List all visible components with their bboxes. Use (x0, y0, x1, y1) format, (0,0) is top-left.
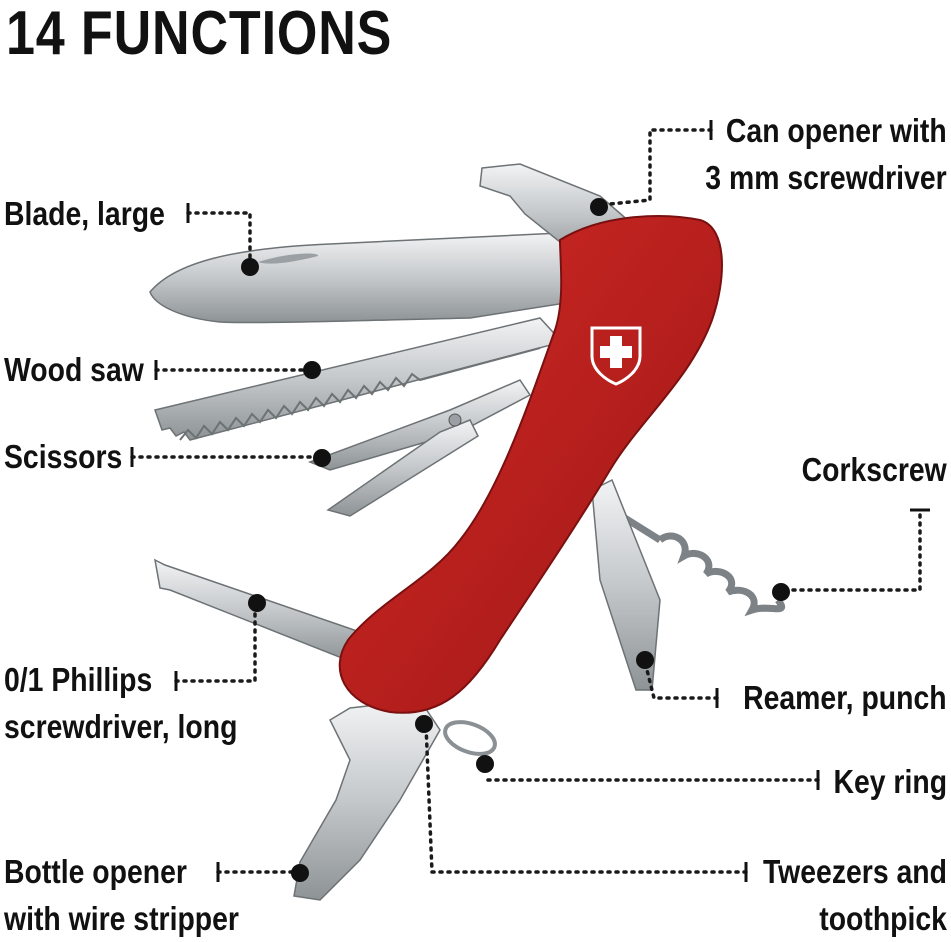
label-wood-saw: Wood saw (4, 351, 144, 388)
dot-corkscrew (772, 583, 790, 601)
label-tweezers-line1: Tweezers and (762, 853, 947, 890)
label-tweezers: Tweezers and toothpick (763, 848, 947, 942)
scissors-shape (307, 379, 532, 471)
leader-dots (241, 198, 790, 882)
dot-can (590, 198, 608, 216)
wood-saw-shape (154, 317, 564, 441)
leader-reamer (643, 660, 719, 700)
dot-saw (303, 361, 321, 379)
label-tweezers-line2: toothpick (819, 900, 947, 937)
leader-blade (186, 211, 252, 267)
dot-phillips (248, 594, 266, 612)
label-scissors: Scissors (4, 438, 123, 475)
dot-blade (241, 258, 259, 276)
label-corkscrew: Corkscrew (801, 451, 947, 488)
key-ring-shape (443, 720, 497, 756)
dot-scissors (313, 449, 331, 467)
label-reamer: Reamer, punch (743, 679, 947, 716)
label-phillips-line2: screwdriver, long (4, 708, 238, 745)
leader-ticks (130, 120, 930, 882)
label-phillips: 0/1 Phillips screwdriver, long (4, 656, 237, 750)
label-bottle-opener: Bottle opener with wire stripper (4, 848, 239, 942)
cross-shield-logo (590, 326, 642, 386)
dot-tweezers (415, 715, 433, 733)
tools (149, 163, 786, 901)
leader-tweezers (424, 723, 748, 874)
large-blade-shape (149, 232, 591, 324)
page-title: 14 FUNCTIONS (6, 0, 393, 68)
leader-lines (130, 128, 922, 874)
label-can-line1: Can opener with (726, 112, 947, 149)
label-can-line2: 3 mm screwdriver (705, 159, 947, 196)
label-key-ring: Key ring (833, 763, 947, 800)
leader-phillips (174, 603, 257, 683)
label-can-opener: Can opener with 3 mm screwdriver (706, 107, 947, 201)
label-bottle-line2: with wire stripper (4, 900, 239, 937)
knife-handle (338, 215, 723, 714)
leader-can (598, 128, 713, 207)
dot-bottle (291, 864, 309, 882)
label-bottle-line1: Bottle opener (4, 853, 187, 890)
label-blade-large: Blade, large (4, 195, 165, 232)
dot-reamer (636, 651, 654, 669)
dot-keyring (476, 755, 494, 773)
label-phillips-line1: 0/1 Phillips (4, 661, 153, 698)
leader-corkscrew (780, 513, 922, 592)
